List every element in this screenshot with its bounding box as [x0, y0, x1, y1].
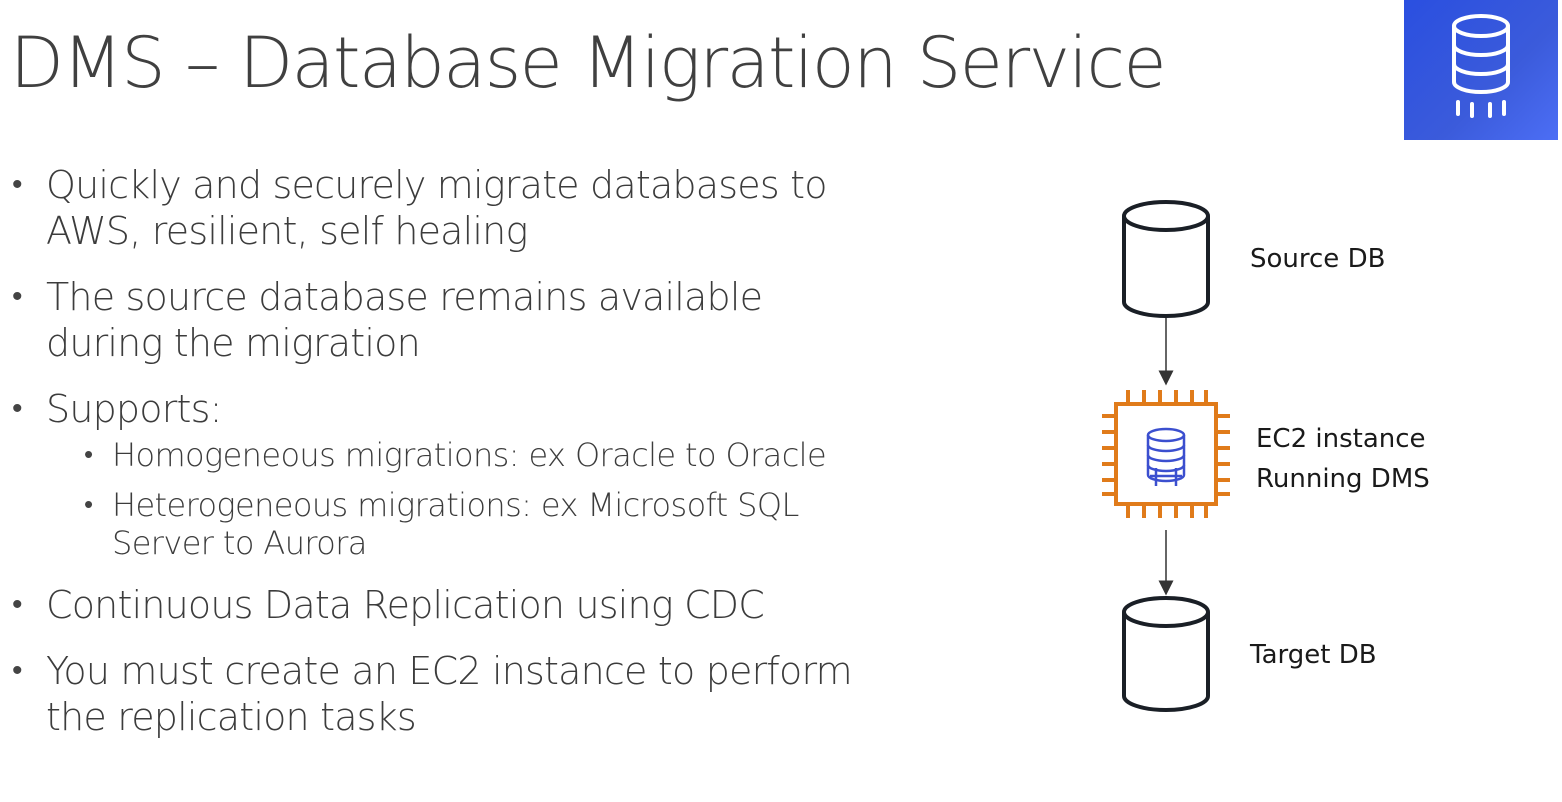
- source-db-icon: [1122, 200, 1210, 318]
- bullet-item: Supports: Homogeneous migrations: ex Ora…: [12, 386, 872, 562]
- bullet-item: You must create an EC2 instance to perfo…: [12, 648, 872, 740]
- bullet-item: Continuous Data Replication using CDC: [12, 582, 872, 628]
- diagram-graphics: [1102, 200, 1230, 712]
- bullet-item: Quickly and securely migrate databases t…: [12, 162, 872, 254]
- database-migration-service-icon: [1404, 0, 1558, 140]
- migration-diagram: Source DB EC2 instance Running DMS Targe…: [1080, 190, 1520, 730]
- target-db-label: Target DB: [1250, 640, 1377, 670]
- source-db-label: Source DB: [1250, 244, 1386, 274]
- ec2-label-line2: Running DMS: [1256, 464, 1430, 494]
- ec2-label-line1: EC2 instance: [1256, 424, 1426, 454]
- slide-title: DMS – Database Migration Service: [10, 22, 1167, 104]
- ec2-instance-icon: [1102, 390, 1230, 518]
- target-db-icon: [1122, 596, 1210, 712]
- bullet-item: The source database remains available du…: [12, 274, 872, 366]
- bullet-list: Quickly and securely migrate databases t…: [12, 162, 872, 760]
- sub-bullet-item: Homogeneous migrations: ex Oracle to Ora…: [46, 436, 872, 474]
- database-icon: [1452, 14, 1510, 118]
- sub-bullet-item: Heterogeneous migrations: ex Microsoft S…: [46, 486, 872, 562]
- sub-bullet-list: Homogeneous migrations: ex Oracle to Ora…: [46, 436, 872, 562]
- dms-database-icon: [1146, 427, 1186, 486]
